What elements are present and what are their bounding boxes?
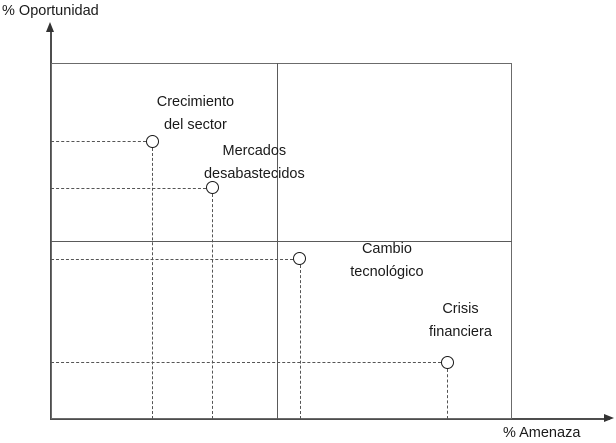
guide-line-vertical: [299, 265, 301, 419]
data-point-label-line: tecnológico: [350, 263, 424, 280]
guide-line-vertical: [152, 147, 154, 419]
x-axis-arrow-icon: [604, 414, 614, 422]
guide-line-vertical: [447, 368, 449, 419]
data-point-label-line: Crisis: [442, 301, 479, 318]
data-point-marker[interactable]: [205, 181, 219, 195]
data-point-label-line: del sector: [163, 117, 227, 134]
quadrant-divider-horizontal: [51, 241, 512, 243]
data-point-marker[interactable]: [440, 355, 454, 369]
y-axis-arrow-icon: [46, 22, 54, 32]
guide-line-horizontal: [51, 362, 441, 364]
data-point-label-line: desabastecidos: [203, 165, 305, 182]
y-axis-title: % Oportunidad: [2, 3, 99, 19]
guide-line-horizontal: [51, 187, 206, 189]
x-axis-title: % Amenaza: [503, 425, 581, 441]
data-point-label: Crisis financiera: [429, 298, 492, 344]
x-axis-line: [51, 418, 610, 420]
guide-line-horizontal: [51, 141, 146, 143]
data-point-marker[interactable]: [145, 134, 159, 148]
data-point-label: Crecimiento del sector: [157, 91, 234, 137]
guide-line-horizontal: [51, 258, 294, 260]
data-point-label-line: Cambio: [361, 240, 412, 257]
data-point-label: Mercados desabastecidos: [204, 140, 305, 186]
data-point-marker[interactable]: [293, 252, 307, 266]
y-axis-line: [50, 30, 52, 420]
data-point-label-line: Mercados: [222, 142, 287, 159]
data-point-label-line: financiera: [429, 324, 492, 341]
guide-line-vertical: [212, 194, 214, 419]
data-point-label-line: Crecimiento: [156, 94, 235, 111]
data-point-label: Cambio tecnológico: [350, 238, 423, 284]
